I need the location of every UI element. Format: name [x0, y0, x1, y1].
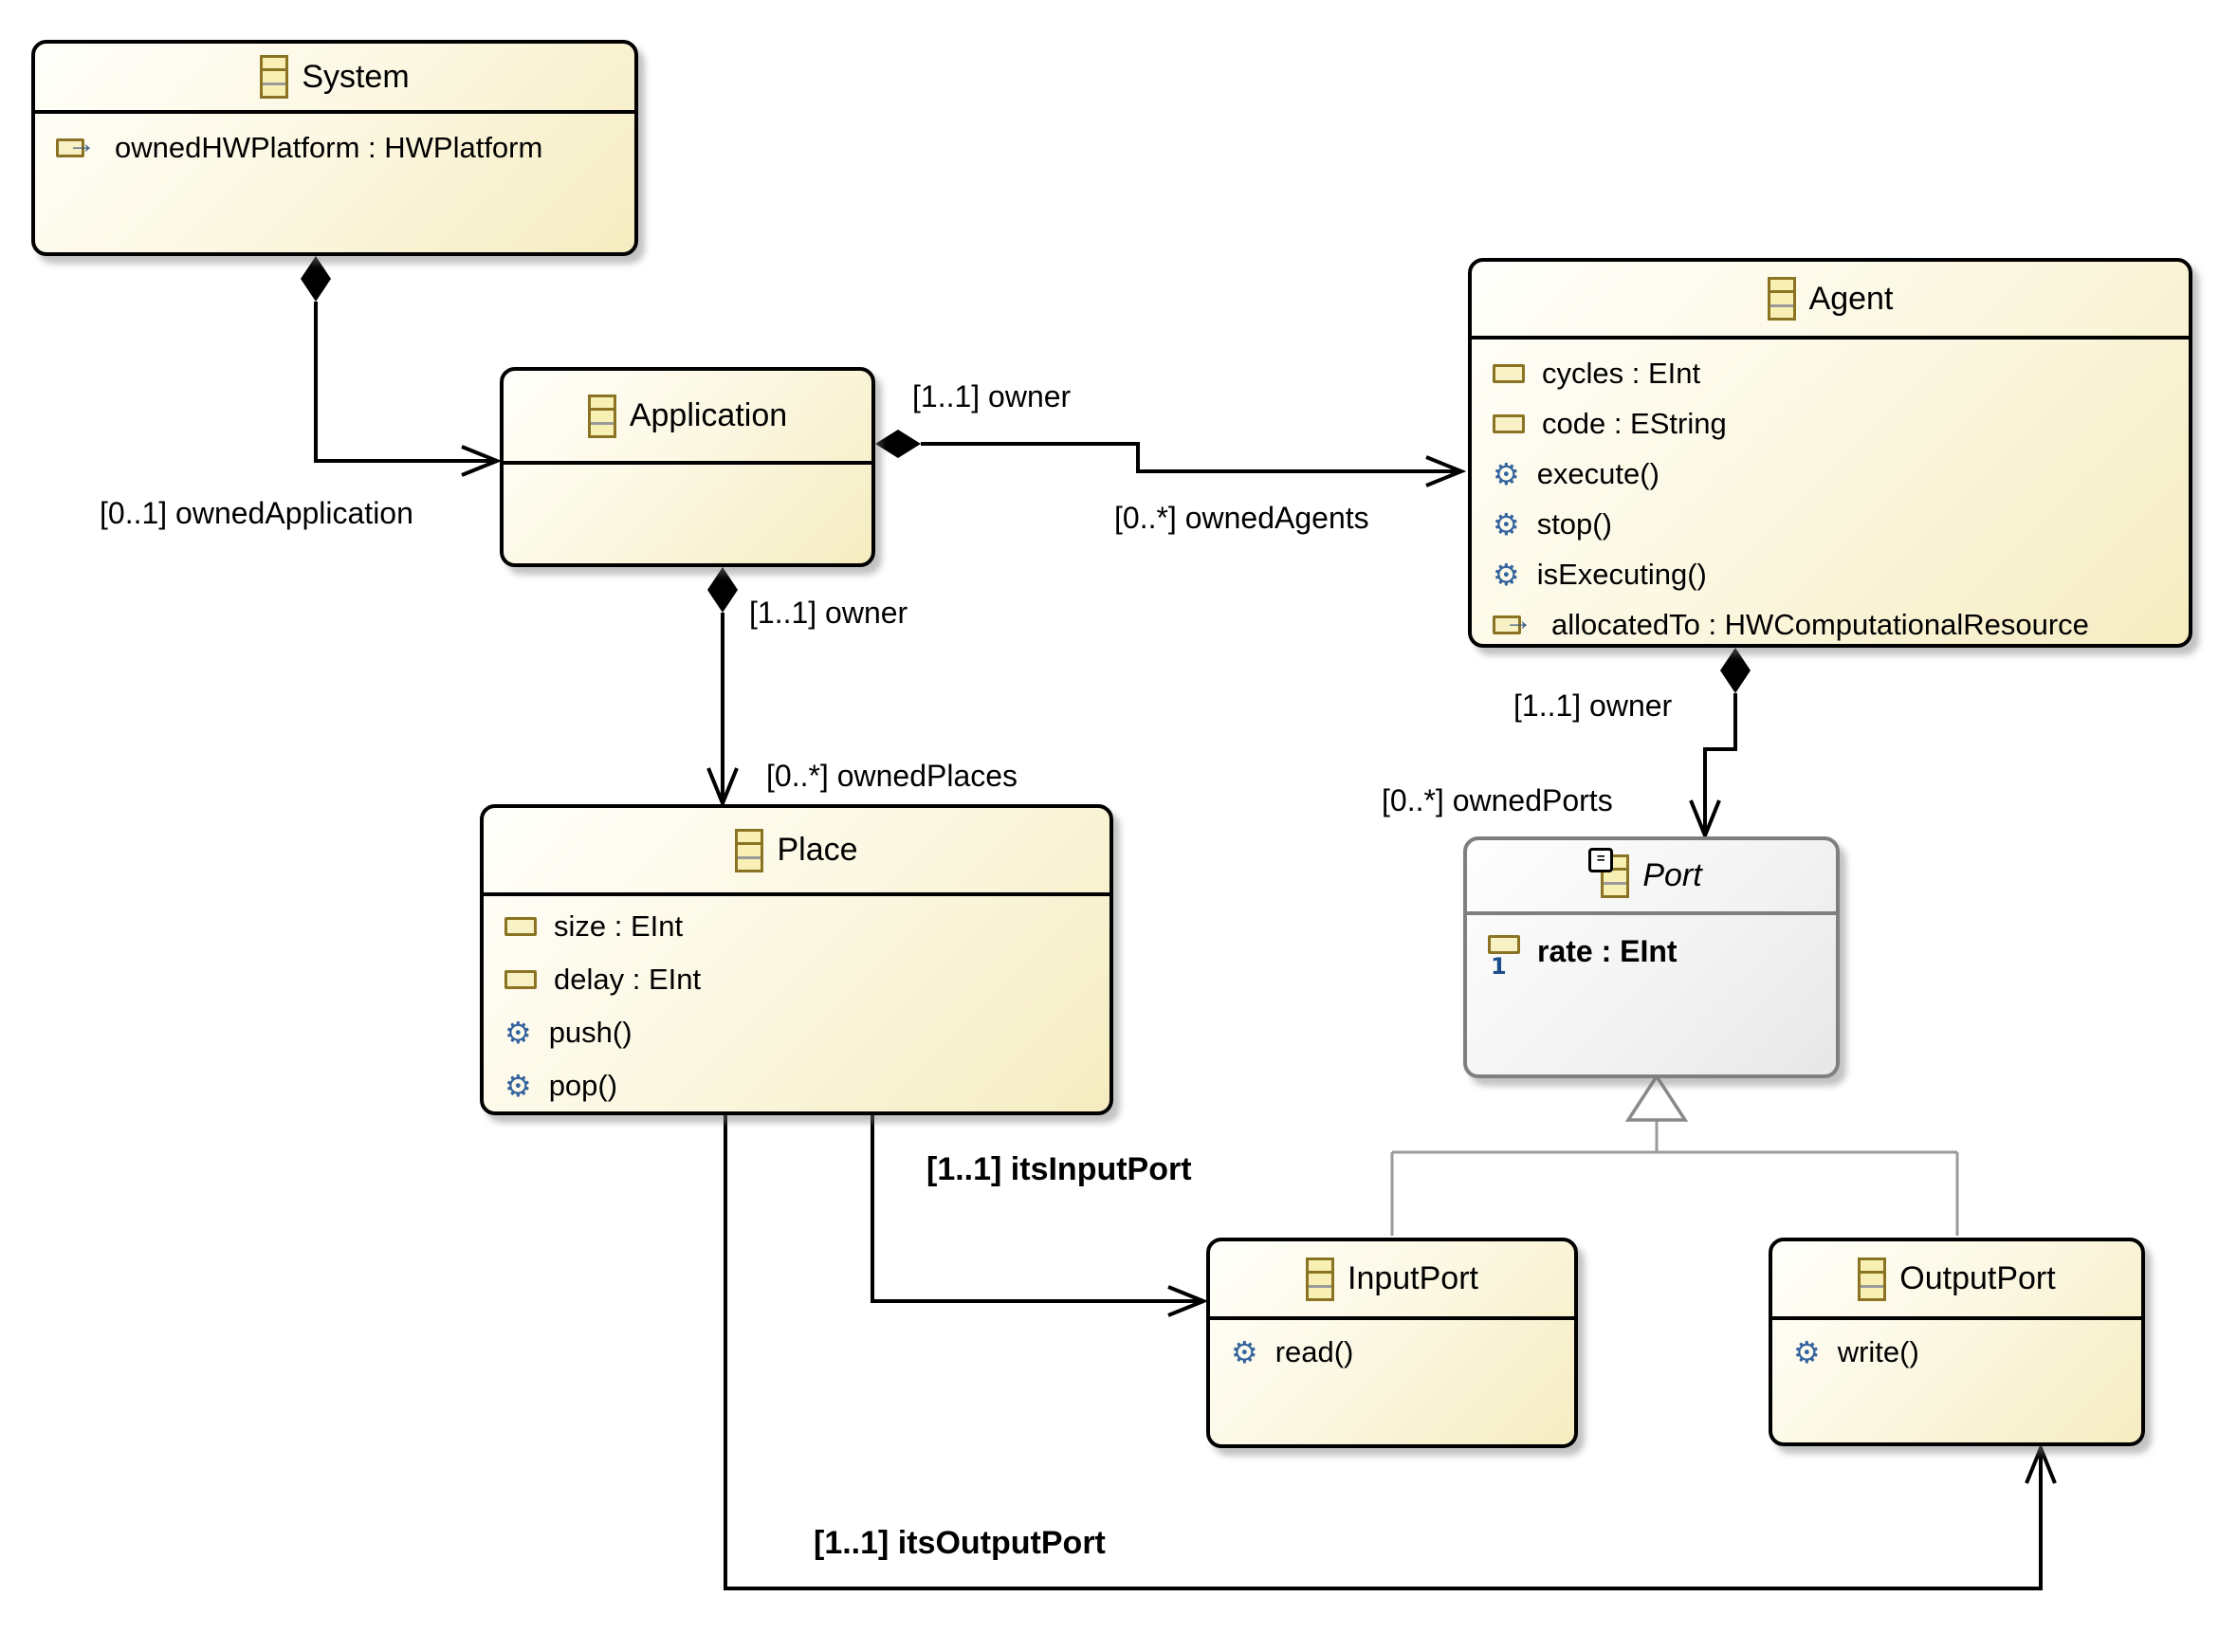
- class-box-agent[interactable]: Agent cycles : EInt code : EString ⚙ exe…: [1468, 258, 2192, 648]
- member-label: delay : EInt: [554, 963, 702, 996]
- eattribute-icon: [504, 917, 537, 936]
- ereference-icon: →: [1493, 605, 1534, 636]
- edge-owned-places[interactable]: [706, 567, 739, 809]
- edge-owned-agents[interactable]: [875, 430, 1467, 487]
- class-box-system[interactable]: System → ownedHWPlatform : HWPlatform: [31, 40, 638, 256]
- eattribute-icon: [1493, 413, 1525, 433]
- open-arrowhead-icon: [706, 767, 739, 809]
- member-label: write(): [1837, 1335, 1919, 1368]
- edge-its-output-port[interactable]: [724, 1115, 2057, 1590]
- class-box-output-port[interactable]: OutputPort ⚙ write(): [1769, 1238, 2145, 1446]
- member-label: ownedHWPlatform : HWPlatform: [115, 131, 543, 164]
- member-label: cycles : EInt: [1542, 356, 1701, 390]
- edge-owned-application[interactable]: [301, 256, 503, 477]
- member-read[interactable]: ⚙ read(): [1210, 1326, 1574, 1379]
- member-is-executing[interactable]: ⚙ isExecuting(): [1472, 549, 2189, 599]
- member-write[interactable]: ⚙ write(): [1772, 1326, 2141, 1379]
- member-label: size : EInt: [554, 909, 684, 943]
- eoperation-gear-icon: ⚙: [1793, 1334, 1821, 1370]
- edge-label-owned-agents[interactable]: [0..*] ownedAgents: [1114, 501, 1369, 535]
- member-label: allocatedTo : HWComputationalResource: [1551, 607, 2089, 641]
- edge-label-owner-place[interactable]: [1..1] owner: [749, 596, 908, 630]
- composition-diamond-icon: [1720, 648, 1751, 693]
- member-execute[interactable]: ⚙ execute(): [1472, 449, 2189, 499]
- class-box-place[interactable]: Place size : EInt delay : EInt ⚙ push() …: [480, 804, 1113, 1115]
- eattribute-icon: [1493, 363, 1525, 383]
- edge-label-owner-agent[interactable]: [1..1] owner: [912, 379, 1072, 413]
- edge-label-owned-places[interactable]: [0..*] ownedPlaces: [766, 759, 1018, 793]
- eoperation-gear-icon: ⚙: [1493, 505, 1520, 542]
- composition-diamond-icon: [301, 256, 331, 302]
- member-label: push(): [548, 1016, 633, 1049]
- member-push[interactable]: ⚙ push(): [484, 1006, 1109, 1059]
- class-name: Agent: [1808, 280, 1894, 317]
- edge-label-owner-port[interactable]: [1..1] owner: [1513, 688, 1673, 723]
- member-label: stop(): [1536, 506, 1612, 541]
- composition-diamond-icon: [707, 567, 738, 613]
- eoperation-gear-icon: ⚙: [1231, 1334, 1258, 1370]
- composition-diamond-icon: [875, 430, 921, 458]
- class-icon: [735, 828, 764, 872]
- class-box-port[interactable]: = Port rate : EInt: [1463, 836, 1840, 1078]
- eoperation-gear-icon: ⚙: [1493, 455, 1520, 492]
- class-box-application[interactable]: Application: [500, 367, 875, 567]
- inheritance-triangle-icon: [1624, 1073, 1689, 1122]
- member-label: read(): [1274, 1335, 1354, 1368]
- member-owned-hw-platform[interactable]: → ownedHWPlatform : HWPlatform: [35, 121, 634, 174]
- member-allocated-to[interactable]: → allocatedTo : HWComputationalResource: [1472, 599, 2189, 644]
- class-icon: [1767, 277, 1796, 321]
- open-arrowhead-icon: [2025, 1442, 2057, 1484]
- member-label: rate : EInt: [1537, 933, 1678, 968]
- edge-label-its-output-port[interactable]: [1..1] itsOutputPort: [814, 1525, 1106, 1561]
- member-label: isExecuting(): [1536, 557, 1707, 591]
- member-code[interactable]: code : EString: [1472, 398, 2189, 449]
- class-name: Application: [629, 397, 788, 433]
- member-rate[interactable]: rate : EInt: [1467, 925, 1836, 980]
- class-name: Port: [1642, 857, 1702, 893]
- edge-its-input-port[interactable]: [871, 1115, 1209, 1317]
- open-arrowhead-icon: [461, 445, 503, 477]
- eoperation-gear-icon: ⚙: [504, 1015, 532, 1051]
- class-icon: [1306, 1257, 1334, 1301]
- eoperation-gear-icon: ⚙: [1493, 556, 1520, 593]
- class-icon: [1858, 1257, 1887, 1301]
- class-name: System: [302, 58, 410, 95]
- edge-generalization[interactable]: [1390, 1073, 1959, 1236]
- class-icon: [587, 394, 616, 438]
- member-cycles[interactable]: cycles : EInt: [1472, 348, 2189, 398]
- open-arrowhead-icon: [1425, 455, 1467, 487]
- abstract-badge-icon: =: [1588, 847, 1614, 872]
- member-pop[interactable]: ⚙ pop(): [484, 1059, 1109, 1111]
- member-label: pop(): [548, 1069, 618, 1102]
- class-name: OutputPort: [1899, 1260, 2056, 1296]
- abstract-class-icon: =: [1588, 847, 1630, 898]
- member-label: execute(): [1536, 456, 1659, 490]
- edge-label-owned-application[interactable]: [0..1] ownedApplication: [100, 496, 413, 530]
- class-name: InputPort: [1348, 1260, 1478, 1296]
- class-icon: [260, 55, 289, 99]
- eoperation-gear-icon: ⚙: [504, 1068, 532, 1104]
- open-arrowhead-icon: [1167, 1285, 1209, 1317]
- edge-label-its-input-port[interactable]: [1..1] itsInputPort: [926, 1151, 1192, 1187]
- class-name: Place: [777, 832, 858, 868]
- edge-owned-ports[interactable]: [1689, 648, 1751, 841]
- eattribute-icon: [504, 970, 537, 989]
- member-label: code : EString: [1542, 406, 1727, 440]
- eattribute-required-icon: [1488, 935, 1520, 980]
- class-box-input-port[interactable]: InputPort ⚙ read(): [1206, 1238, 1578, 1448]
- member-stop[interactable]: ⚙ stop(): [1472, 499, 2189, 549]
- member-size[interactable]: size : EInt: [484, 900, 1109, 953]
- open-arrowhead-icon: [1689, 799, 1721, 841]
- member-delay[interactable]: delay : EInt: [484, 953, 1109, 1006]
- edge-label-owned-ports[interactable]: [0..*] ownedPorts: [1382, 783, 1613, 817]
- ereference-icon: →: [56, 128, 98, 159]
